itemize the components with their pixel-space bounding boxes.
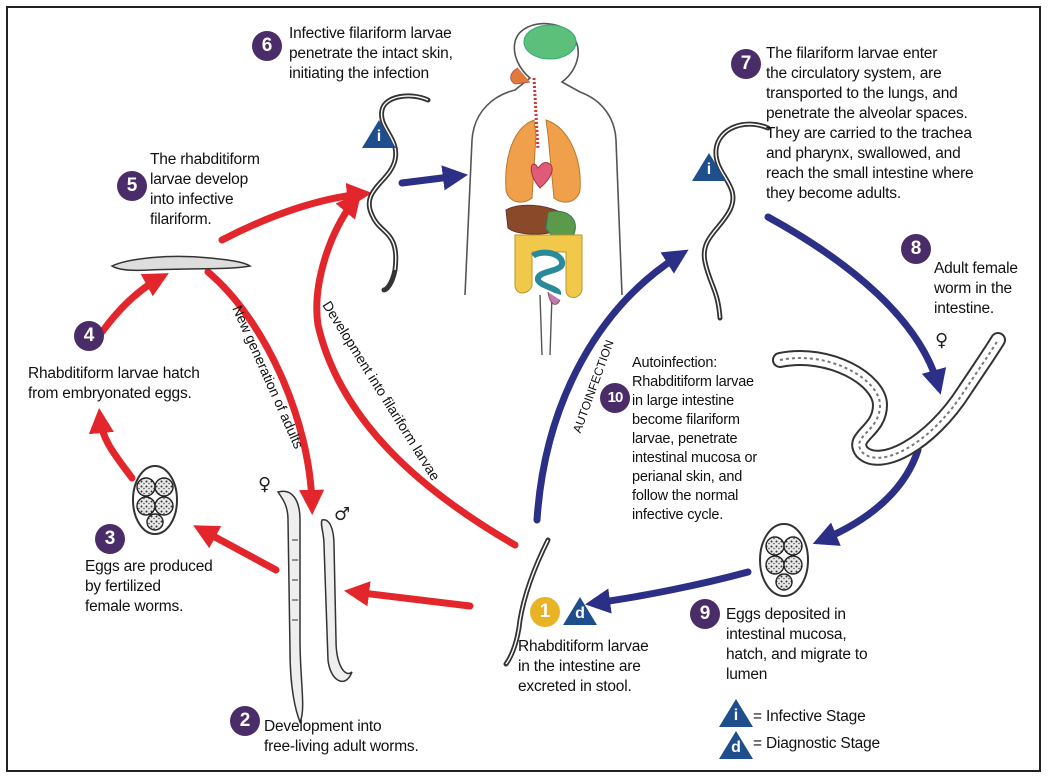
brain	[523, 24, 577, 60]
step-6-text: Infective filariform larvae penetrate th…	[289, 25, 453, 82]
egg-free-living	[132, 465, 178, 535]
arrow-hatch-to-rhabditiform	[98, 273, 169, 336]
arrow-female-to-eggs	[812, 446, 922, 546]
female-symbol: ♀	[258, 474, 272, 495]
worms	[110, 93, 1006, 724]
step-7-text: The filariform larvae enter the circulat…	[766, 45, 974, 202]
large-intestine	[514, 234, 583, 298]
arrow-eggs-to-larvae	[88, 407, 136, 482]
heart	[530, 162, 553, 189]
step-5-badge: 5	[117, 171, 147, 201]
rhabditiform-larva-free	[110, 255, 252, 272]
arrow-autoinfection	[533, 249, 689, 524]
step-9-badge: 9	[690, 599, 720, 629]
egg-intestinal	[759, 523, 809, 597]
rectum	[547, 291, 561, 305]
arrow-new-generation	[204, 268, 325, 516]
legend-diagnostic-icon: d	[719, 731, 753, 759]
step-3-text: Eggs are produced by fertilized female w…	[85, 558, 213, 615]
step-2-text: Development into free-living adult worms…	[264, 718, 419, 755]
step-9-text: Eggs deposited in intestinal mucosa, hat…	[726, 606, 868, 683]
small-intestine	[531, 249, 565, 295]
legend-diagnostic-text: = Diagnostic Stage	[753, 735, 880, 752]
step-4-text: Rhabditiform larvae hatch from embryonat…	[28, 365, 200, 402]
figure-border	[6, 6, 1041, 772]
step-1-text: Rhabditiform larvae in the intestine are…	[518, 638, 649, 695]
nasal-cavity	[510, 67, 531, 85]
stomach	[545, 210, 576, 239]
arrow-skin-to-body	[398, 165, 469, 191]
human-body	[464, 22, 623, 356]
step-3-badge: 3	[95, 524, 125, 554]
legend-infective-text: = Infective Stage	[753, 708, 866, 725]
left-lung	[505, 119, 537, 203]
free-living-male	[320, 519, 353, 683]
step-1-badge: 1	[530, 597, 560, 627]
body-outline	[464, 22, 623, 296]
arrow-eggs-to-stool	[585, 568, 752, 614]
female-symbol-adult: ♀	[935, 330, 949, 351]
arrow-stool-to-adults	[343, 581, 474, 610]
arrow-development-filariform	[313, 192, 519, 549]
infective-stage-marker-circulation: i	[692, 153, 726, 181]
step-5-text: The rhabditiform larvae develop into inf…	[150, 151, 260, 228]
parasitic-arrows	[398, 165, 947, 614]
step-6-badge: 6	[252, 31, 282, 61]
step-2-badge: 2	[230, 706, 260, 736]
step-4-badge: 4	[74, 321, 104, 351]
arrow-intestine-to-adult-female	[764, 213, 947, 395]
infective-stage-marker-skin: i	[362, 120, 396, 148]
legend-infective-icon: i	[719, 699, 753, 727]
male-symbol: ♂	[334, 504, 351, 525]
step-10-text: Autoinfection: Rhabditiform larvae in la…	[632, 355, 757, 523]
arrow-adults-to-eggs	[193, 525, 280, 574]
right-lung	[545, 119, 581, 203]
trachea	[532, 77, 540, 151]
diagnostic-stage-marker: d	[563, 597, 597, 625]
step-8-badge: 8	[901, 234, 931, 264]
free-living-female	[276, 490, 304, 724]
step-8-text: Adult female worm in the intestine.	[934, 260, 1018, 317]
step-10-badge: 10	[600, 383, 630, 413]
free-living-arrows	[88, 182, 519, 610]
step-7-badge: 7	[731, 49, 761, 79]
